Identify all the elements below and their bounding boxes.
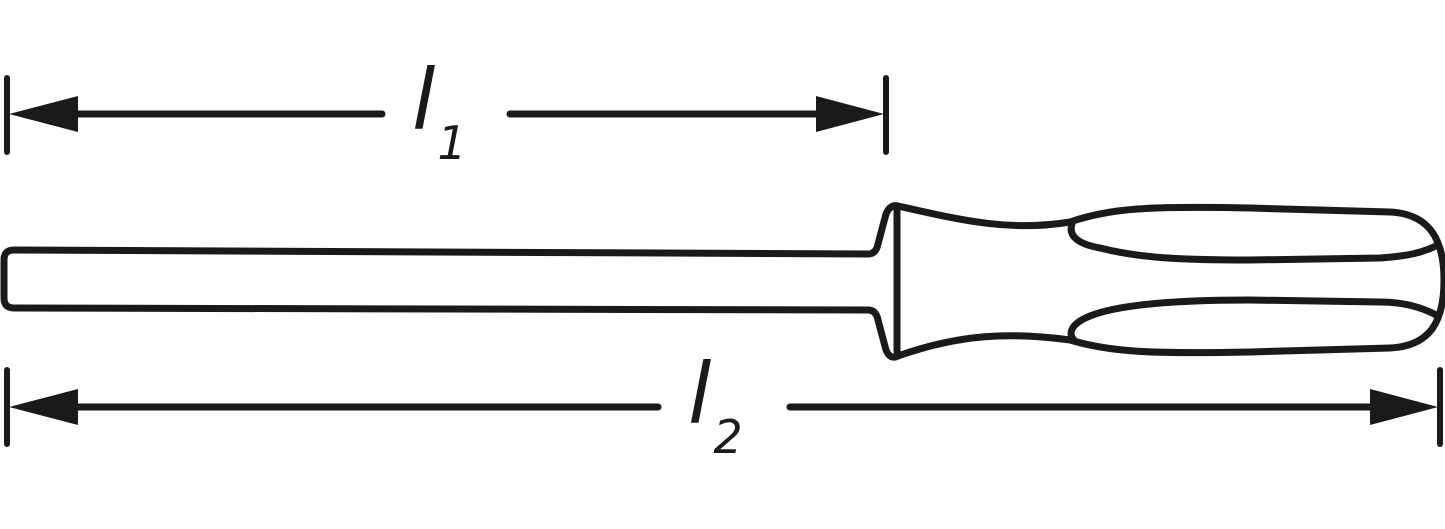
screwdriver-handle-flute-upper [1067, 220, 1442, 264]
arrowhead-right-icon [816, 96, 884, 132]
screwdriver-handle-outline [894, 202, 1445, 360]
dimension-subscript: 2 [713, 410, 743, 464]
screwdriver [0, 202, 1445, 361]
dimension-label-l1: l1 [412, 58, 467, 166]
arrowhead-left-icon [9, 389, 78, 425]
arrowhead-right-icon [1370, 389, 1438, 425]
screwdriver-shaft [0, 246, 872, 314]
screwdriver-handle-flute-lower [1067, 296, 1442, 344]
dimension-symbol: l [688, 345, 712, 443]
dimension-symbol: l [412, 51, 436, 149]
dimension-subscript: 1 [437, 116, 467, 170]
dimension-l1 [4, 75, 889, 155]
dimension-label-l2: l2 [688, 352, 743, 460]
dimension-l2 [4, 367, 1443, 447]
arrowhead-left-icon [9, 96, 78, 132]
screwdriver-ferrule [864, 202, 902, 361]
